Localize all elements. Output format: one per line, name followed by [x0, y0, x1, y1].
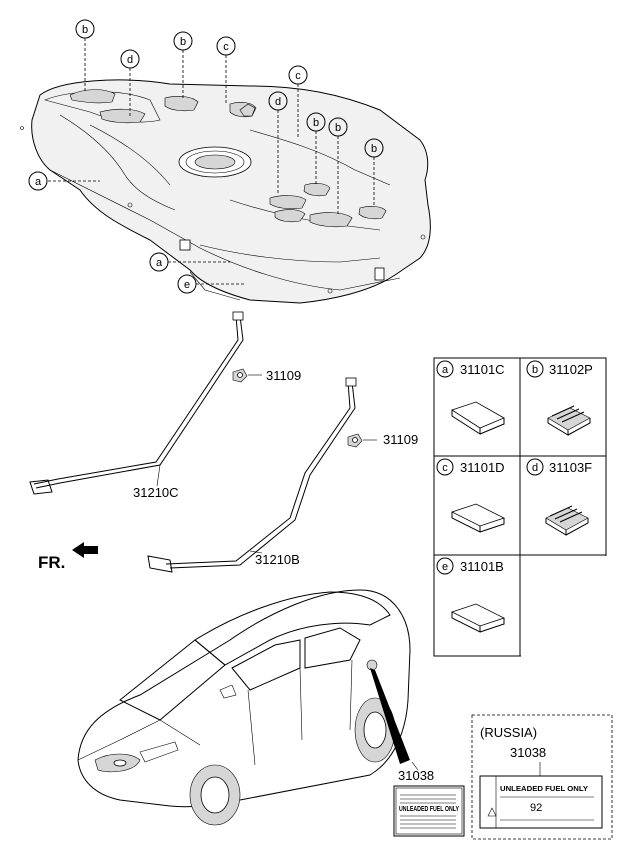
- front-direction-indicator: FR.: [38, 542, 98, 572]
- callout-b-3: b: [306, 112, 326, 132]
- callout-letter: b: [335, 122, 341, 134]
- legend-item-b: b 31102P: [526, 360, 593, 436]
- legend-item-a: a 31101C: [436, 360, 505, 435]
- legend-part-number: 31101C: [460, 362, 505, 377]
- pad-icon: [451, 401, 505, 429]
- callout-b-2: b: [173, 31, 193, 51]
- russia-variant-box: (RUSSIA) 31038 UNLEADED FUEL ONLY 92: [471, 714, 613, 840]
- callout-c-1: c: [216, 36, 236, 56]
- warning-icon: [487, 807, 497, 817]
- strap-right: 31210B: [147, 377, 357, 573]
- legend-item-d: d 31103F: [526, 458, 592, 536]
- callout-b-1: b: [75, 19, 95, 39]
- front-arrow-icon: [72, 542, 98, 558]
- callout-d-2: d: [268, 91, 288, 111]
- callout-letter: e: [184, 279, 190, 291]
- car-illustration: [77, 589, 419, 826]
- part-number-31038: 31038: [398, 768, 434, 783]
- callout-letter: b: [82, 24, 88, 36]
- callout-a-1: a: [28, 171, 48, 191]
- part-number-31210C: 31210C: [133, 485, 179, 500]
- russia-fuel-label: UNLEADED FUEL ONLY 92: [479, 775, 603, 829]
- part-number-31109: 31109: [266, 368, 301, 383]
- legend-part-number: 31101D: [460, 460, 505, 475]
- russia-part-number: 31038: [510, 745, 546, 760]
- russia-box-title: (RUSSIA): [480, 725, 537, 740]
- russia-sticker-headline: UNLEADED FUEL ONLY: [500, 786, 588, 793]
- legend-part-number: 31103F: [549, 460, 592, 475]
- strap-left: 31210C: [29, 311, 244, 500]
- pad-icon: [450, 503, 506, 527]
- pad-icon: [450, 603, 506, 627]
- callout-a-2: a: [149, 252, 169, 272]
- legend-part-number: 31101B: [460, 559, 504, 574]
- legend-letter: b: [532, 364, 538, 376]
- legend-table: a 31101C b 31102P c 31101D d 31103F: [433, 357, 607, 657]
- callout-b-5: b: [364, 138, 384, 158]
- callout-letter: b: [180, 36, 186, 48]
- octane-number: 92: [530, 802, 542, 814]
- callout-letter: b: [313, 117, 319, 129]
- fuel-caution-label: UNLEADED FUEL ONLY: [393, 785, 465, 837]
- legend-item-e: e 31101B: [436, 557, 506, 633]
- legend-letter: d: [532, 462, 538, 474]
- callout-letter: c: [223, 41, 229, 53]
- legend-item-c: c 31101D: [436, 458, 506, 533]
- fuel-tank: [20, 79, 431, 304]
- callout-letter: d: [127, 54, 133, 66]
- bolt-31109-lower: 31109: [347, 432, 418, 448]
- part-number-31210B: 31210B: [255, 552, 300, 567]
- callout-letter: c: [295, 70, 301, 82]
- legend-letter: c: [442, 462, 448, 474]
- bolt-31109-upper: 31109: [232, 368, 301, 383]
- callout-letter: b: [371, 143, 377, 155]
- sticker-headline: UNLEADED FUEL ONLY: [399, 806, 459, 813]
- callout-letter: d: [275, 96, 281, 108]
- callout-c-2: c: [288, 65, 308, 85]
- callout-b-4: b: [328, 117, 348, 137]
- front-label: FR.: [38, 553, 65, 572]
- legend-part-number: 31102P: [549, 362, 593, 377]
- callout-leaders: [48, 38, 375, 285]
- callout-letter: a: [35, 176, 42, 188]
- callout-e-1: e: [177, 274, 197, 294]
- legend-letter: e: [442, 561, 448, 573]
- callout-d-1: d: [120, 49, 140, 69]
- part-number-31109: 31109: [383, 432, 418, 447]
- callout-letter: a: [156, 257, 163, 269]
- legend-letter: a: [442, 364, 449, 376]
